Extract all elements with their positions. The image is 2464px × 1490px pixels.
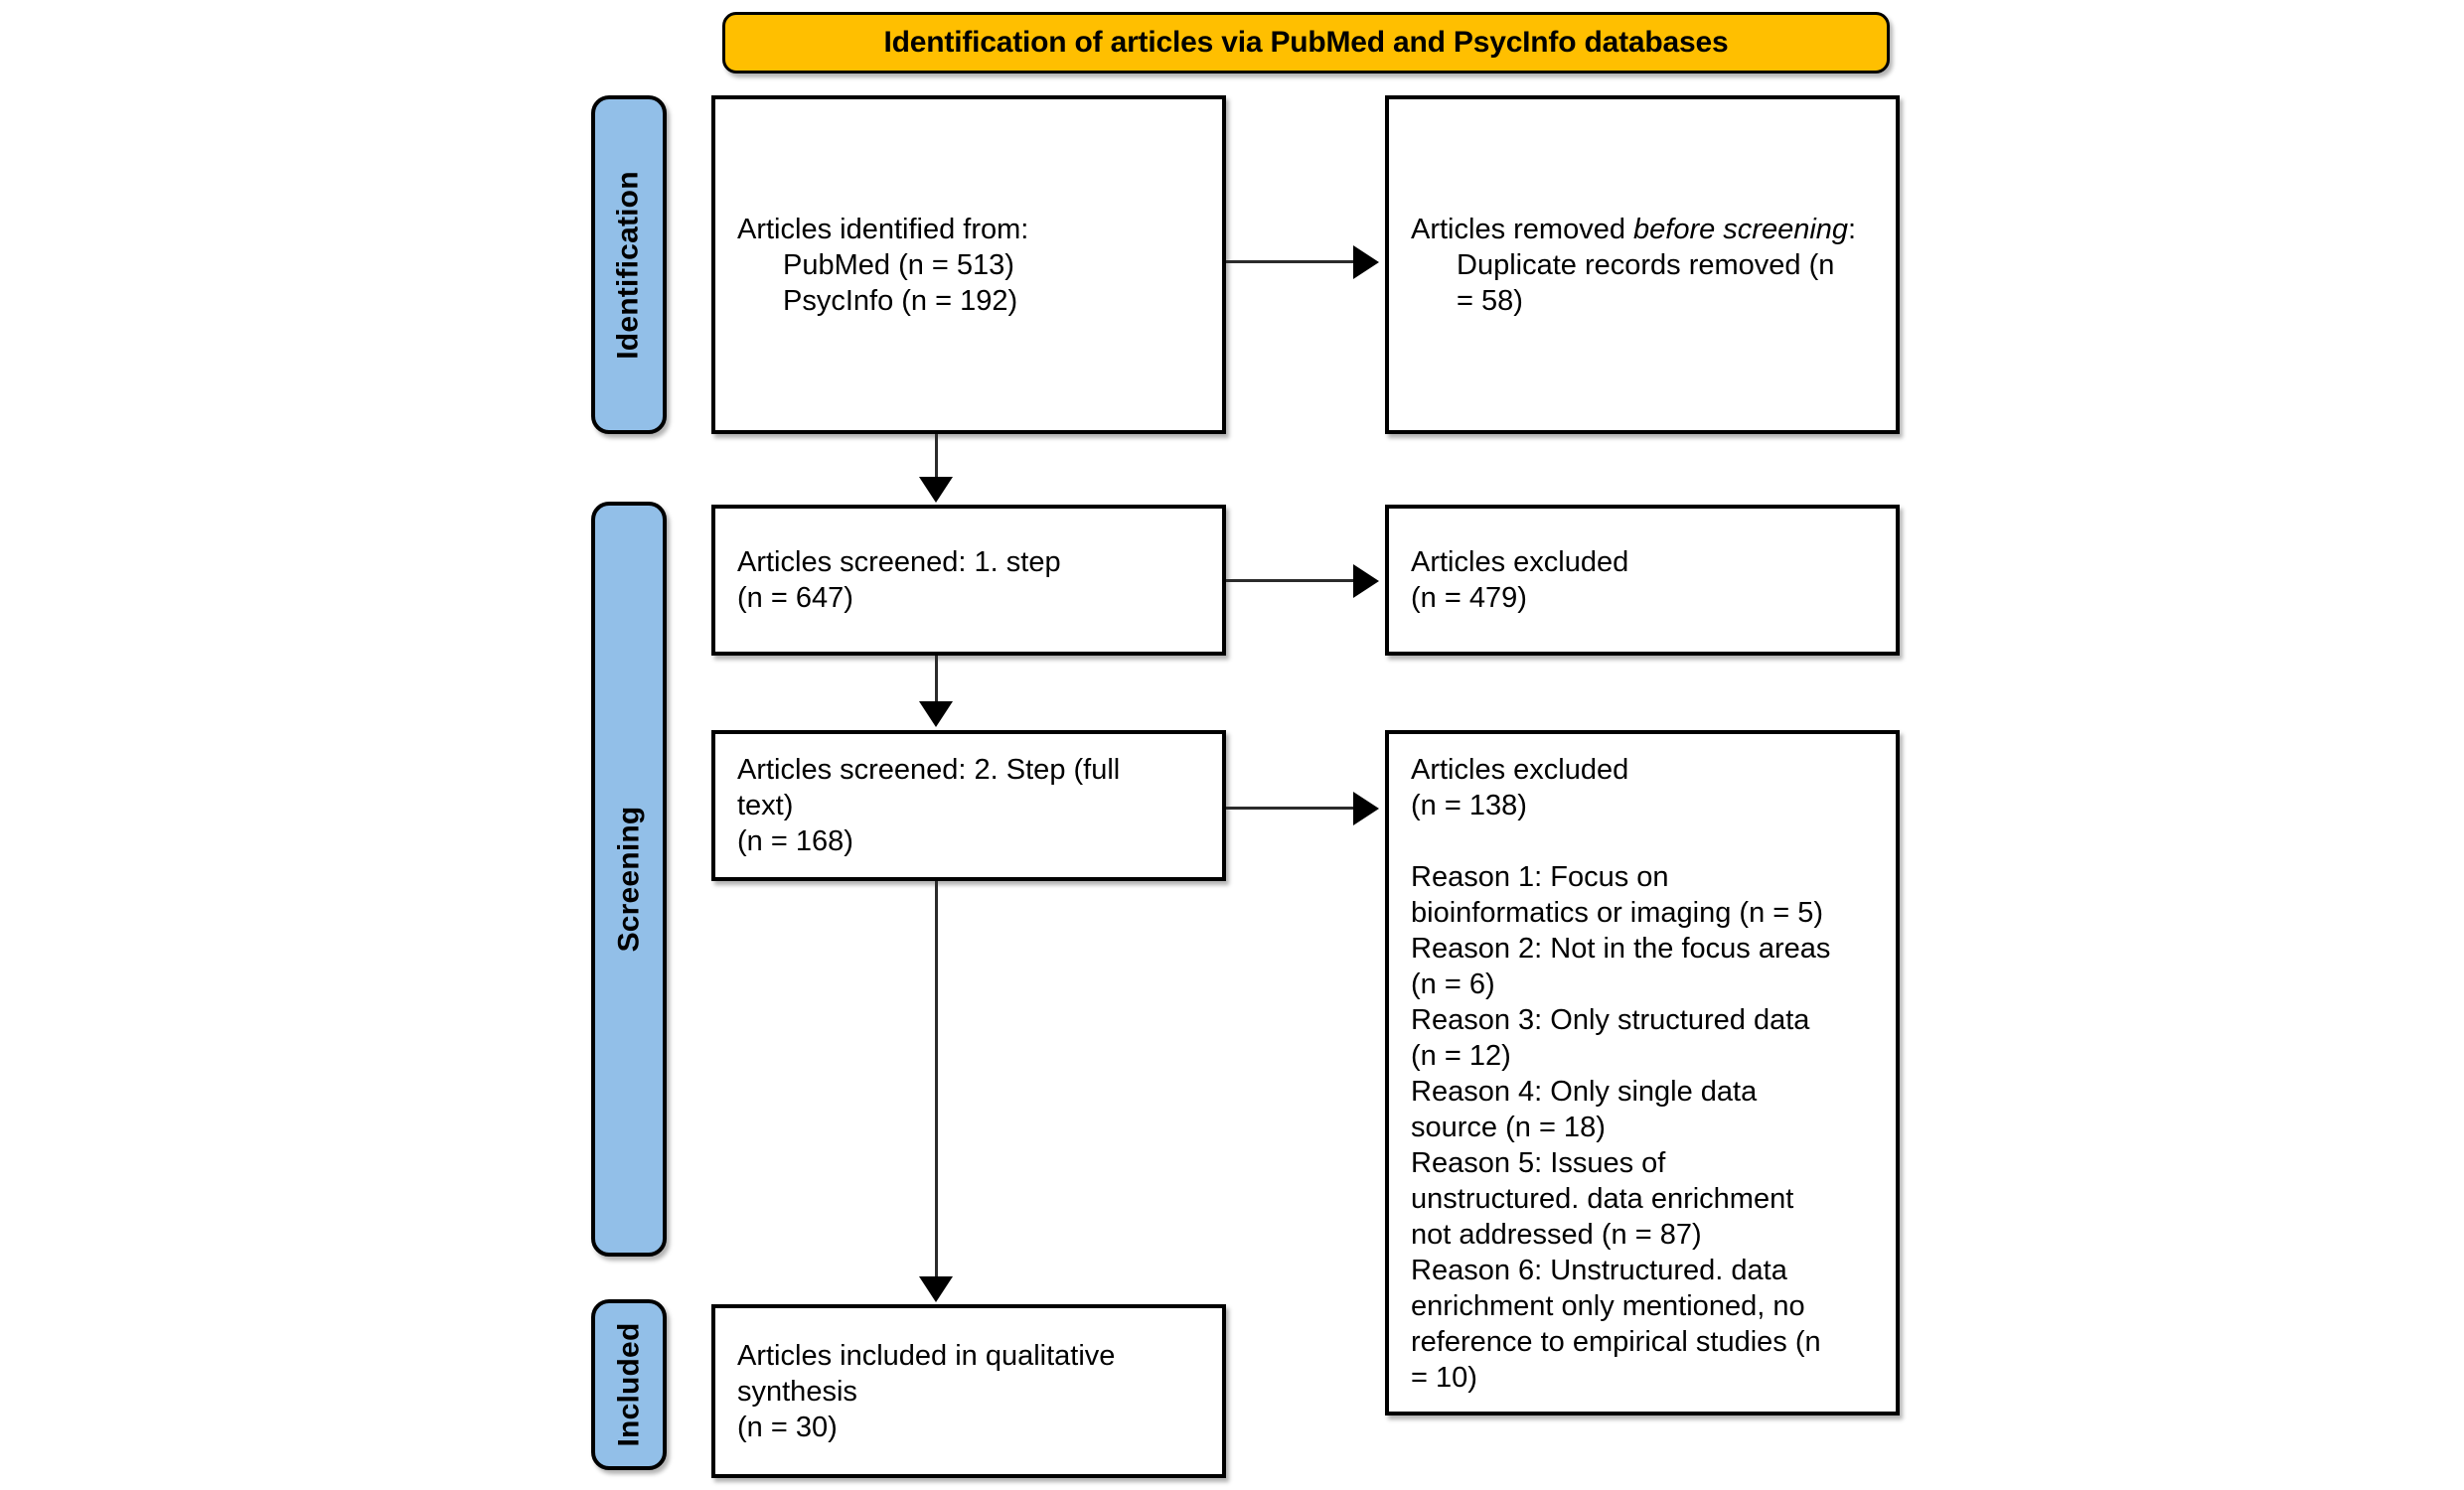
removed-duplicates-line1: Duplicate records removed (n xyxy=(1457,248,1835,281)
excluded2-reason-line: Reason 4: Only single data xyxy=(1411,1076,1758,1108)
box-articles-screened-step1: Articles screened: 1. step (n = 647) xyxy=(711,505,1226,656)
arrowhead-identified-to-screened1 xyxy=(919,477,953,503)
connector-identified-to-screened1 xyxy=(935,434,938,479)
removed-heading-italic: before screening xyxy=(1633,213,1849,245)
identified-source-pubmed: PubMed (n = 513) xyxy=(783,248,1014,281)
connector-screened2-to-excluded2 xyxy=(1226,807,1359,810)
excluded2-reason-line: enrichment only mentioned, no xyxy=(1411,1290,1805,1322)
arrowhead-screened1-to-excluded1 xyxy=(1353,564,1379,598)
identified-source-psycinfo: PsycInfo (n = 192) xyxy=(783,284,1018,317)
identification-banner: Identification of articles via PubMed an… xyxy=(722,12,1890,74)
box-articles-screened-step2: Articles screened: 2. Step (full text) (… xyxy=(711,730,1226,881)
included-line2: synthesis xyxy=(737,1375,857,1408)
connector-identified-to-removed xyxy=(1226,260,1359,263)
excluded2-header-line1: Articles excluded xyxy=(1411,754,1629,786)
stage-label-included: Included xyxy=(591,1299,667,1470)
box-articles-excluded-step1: Articles excluded (n = 479) xyxy=(1385,505,1900,656)
excluded2-reason-line: Reason 5: Issues of xyxy=(1411,1147,1666,1179)
box-articles-removed-before-screening: Articles removed before screening: Dupli… xyxy=(1385,95,1900,434)
excluded2-reason-line: Reason 1: Focus on xyxy=(1411,861,1669,893)
screened2-line2: text) xyxy=(737,790,794,821)
excluded2-reason-line: = 10) xyxy=(1411,1362,1477,1394)
screened2-line3: (n = 168) xyxy=(737,825,853,857)
connector-screened2-to-included xyxy=(935,881,938,1278)
stage-label-identification-text: Identification xyxy=(612,170,645,360)
box-articles-excluded-step2: Articles excluded (n = 138) Reason 1: Fo… xyxy=(1385,730,1900,1416)
excluded2-reason-line: bioinformatics or imaging (n = 5) xyxy=(1411,897,1824,929)
stage-label-included-text: Included xyxy=(612,1322,646,1447)
banner-title: Identification of articles via PubMed an… xyxy=(883,26,1729,59)
connector-screened1-to-screened2 xyxy=(935,656,938,703)
excluded2-reason-line: unstructured. data enrichment xyxy=(1411,1183,1794,1215)
stage-label-identification: Identification xyxy=(591,95,667,434)
arrowhead-identified-to-removed xyxy=(1353,245,1379,279)
excluded1-line1: Articles excluded xyxy=(1411,546,1629,578)
removed-heading-prefix: Articles removed xyxy=(1411,213,1634,245)
excluded2-reason-line: reference to empirical studies (n xyxy=(1411,1326,1821,1358)
excluded2-reason-line: not addressed (n = 87) xyxy=(1411,1219,1702,1251)
excluded2-reason-line: source (n = 18) xyxy=(1411,1112,1606,1143)
excluded1-line2: (n = 479) xyxy=(1411,582,1527,614)
arrowhead-screened1-to-screened2 xyxy=(919,701,953,727)
screened2-line1: Articles screened: 2. Step (full xyxy=(737,754,1121,786)
box-articles-included: Articles included in qualitative synthes… xyxy=(711,1304,1226,1478)
screened1-line1: Articles screened: 1. step xyxy=(737,546,1061,578)
stage-label-screening-text: Screening xyxy=(612,806,646,953)
stage-label-screening: Screening xyxy=(591,502,667,1257)
box-articles-identified: Articles identified from: PubMed (n = 51… xyxy=(711,95,1226,434)
included-line1: Articles included in qualitative xyxy=(737,1339,1116,1372)
excluded2-reason-line: Reason 6: Unstructured. data xyxy=(1411,1255,1787,1286)
excluded2-reason-line: (n = 12) xyxy=(1411,1040,1511,1072)
removed-heading-suffix: : xyxy=(1848,213,1857,245)
excluded2-reason-line: Reason 2: Not in the focus areas xyxy=(1411,933,1831,965)
screened1-line2: (n = 647) xyxy=(737,582,853,614)
arrowhead-screened2-to-excluded2 xyxy=(1353,792,1379,825)
excluded2-header-line2: (n = 138) xyxy=(1411,790,1527,821)
removed-heading: Articles removed before screening: xyxy=(1411,212,1874,247)
excluded2-reason-line: Reason 3: Only structured data xyxy=(1411,1004,1810,1036)
arrowhead-screened2-to-included xyxy=(919,1276,953,1302)
included-line3: (n = 30) xyxy=(737,1411,838,1443)
identified-heading: Articles identified from: xyxy=(737,213,1029,245)
removed-duplicates-line2: = 58) xyxy=(1457,284,1523,317)
connector-screened1-to-excluded1 xyxy=(1226,579,1359,582)
excluded2-spacer xyxy=(1411,823,1874,859)
excluded2-reason-line: (n = 6) xyxy=(1411,968,1495,1000)
